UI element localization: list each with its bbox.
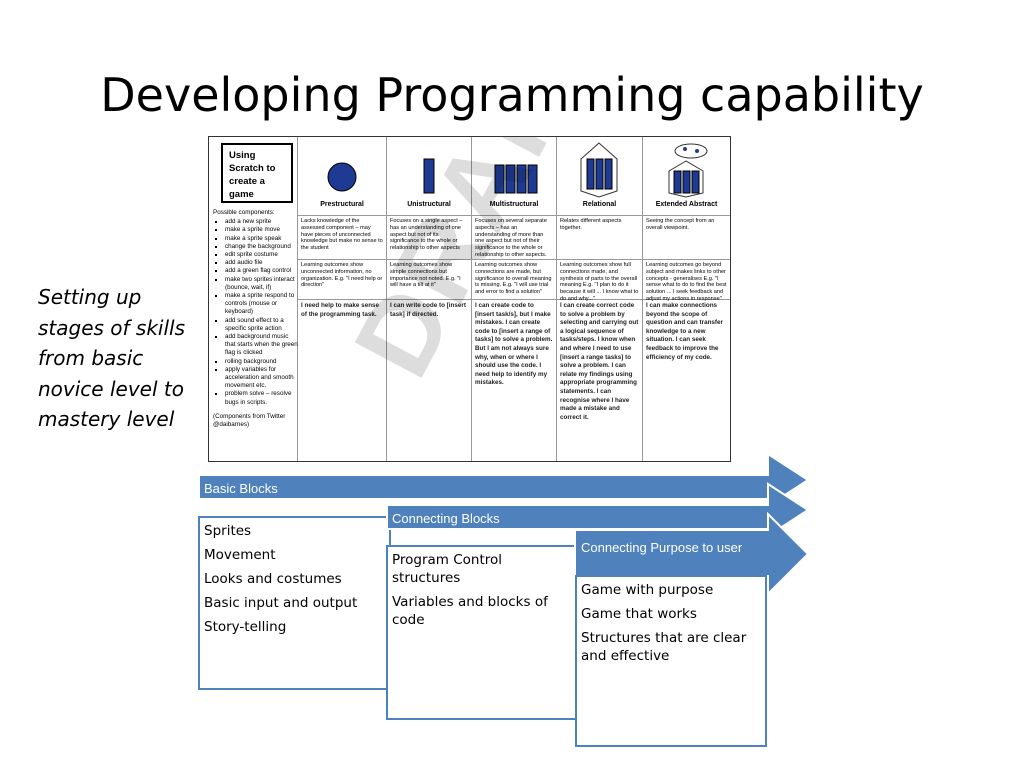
level-name: Multistructural	[489, 201, 539, 208]
component-item: add background music that starts when th…	[225, 333, 299, 358]
component-item: make a sprite move	[225, 226, 299, 234]
list-item: Game that works	[581, 606, 697, 622]
list-item: Movement	[204, 547, 276, 563]
level-student-statement: I can create correct code to solve a pro…	[560, 302, 639, 421]
level-header-extended-abstract: Extended Abstract	[643, 139, 730, 213]
level-student-statement: I can create code to [insert task/s], bu…	[475, 302, 553, 387]
relational-icon	[580, 142, 618, 198]
level-student-statement: I can write code to [insert task] if dir…	[390, 302, 466, 318]
level-description: Relates different aspects together.	[560, 218, 622, 231]
component-item: rolling background	[225, 358, 299, 366]
level-description: Focuses on several separate aspects – ha…	[475, 218, 547, 258]
component-item: add a green flag control	[225, 267, 299, 275]
arrow-shape	[198, 452, 810, 508]
list-item: Structures that are clear and effective	[581, 630, 747, 664]
multistructural-icon	[494, 164, 538, 194]
stage-label: Connecting Purpose to user	[581, 540, 743, 555]
stage-label: Basic Blocks	[204, 481, 278, 496]
component-item: add audio file	[225, 259, 299, 267]
stage-box-connecting-purpose: Game with purpose Game that works Struct…	[575, 575, 767, 747]
level-outcome: Learning outcomes show connections are m…	[475, 262, 552, 296]
list-item: Looks and costumes	[204, 571, 342, 587]
level-outcome: Learning outcomes show unconnected infor…	[301, 262, 383, 289]
component-item: make a sprite speak	[225, 235, 299, 243]
level-name: Extended Abstract	[655, 201, 718, 208]
level-student-statement: I can make connections beyond the scope …	[646, 302, 723, 361]
level-name: Relational	[582, 201, 617, 208]
level-name: Unistructural	[407, 201, 451, 208]
list-item: Basic input and output	[204, 595, 358, 611]
component-item: add sound effect to a specific sprite ac…	[225, 317, 299, 333]
extended-abstract-icon	[668, 143, 708, 198]
scratch-box: Using Scratch to create a game	[221, 143, 293, 203]
list-item: Program Control structures	[392, 552, 503, 586]
level-description: Seeing the concept from an overall viewp…	[646, 218, 715, 231]
list-item: Variables and blocks of code	[392, 594, 548, 628]
component-item: problem solve – resolve bugs in scripts.	[225, 390, 299, 406]
level-outcome: Learning outcomes show simple connection…	[390, 262, 461, 289]
side-text: Setting up stages of skills from basic n…	[38, 285, 186, 431]
level-description: Lacks knowledge of the assessed componen…	[301, 218, 383, 252]
list-item: Game with purpose	[581, 582, 714, 598]
slide-title: Developing Programming capability	[100, 68, 924, 122]
stage-box-basic-blocks: Sprites Movement Looks and costumes Basi…	[198, 516, 391, 690]
list-item: Story-telling	[204, 619, 287, 635]
unistructural-icon	[423, 158, 435, 194]
component-item: edit sprite costume	[225, 251, 299, 259]
components-heading: Possible components:	[213, 209, 275, 216]
level-header-prestructural: Prestructural	[298, 139, 386, 213]
component-item: make a sprite respond to controls (mouse…	[225, 292, 299, 317]
prestructural-icon	[327, 162, 357, 192]
components-credit: (Components from Twitter @daibarnes)	[213, 412, 286, 429]
stage-label: Connecting Blocks	[392, 511, 500, 526]
level-student-statement: I need help to make sense of the program…	[301, 302, 380, 318]
component-item: add a new sprite	[225, 218, 299, 226]
component-item: apply variables for acceleration and smo…	[225, 366, 299, 391]
level-header-multistructural: Multistructural	[472, 139, 556, 213]
level-name: Prestructural	[320, 201, 364, 208]
list-item: Sprites	[204, 523, 252, 539]
component-item: make two sprites interact (bounce, wait,…	[225, 276, 299, 292]
level-header-relational: Relational	[557, 139, 642, 213]
component-item: change the background	[225, 243, 299, 251]
rubric-table: Using Scratch to create a game Possible …	[208, 136, 731, 462]
stage-box-connecting-blocks: Program Control structures Variables and…	[386, 545, 579, 720]
stage-arrow-basic-blocks: Basic Blocks	[198, 452, 810, 508]
stage-arrow-connecting-blocks: Connecting Blocks	[386, 482, 810, 538]
level-header-unistructural: Unistructural	[387, 139, 471, 213]
level-outcome: Learning outcomes go beyond subject and …	[646, 262, 727, 302]
level-description: Focuses on a single aspect – has an unde…	[390, 218, 463, 252]
components-list: Possible components: add a new sprite ma…	[213, 209, 299, 429]
arrow-shape	[386, 482, 810, 538]
level-outcome: Learning outcomes show full connections …	[560, 262, 639, 302]
